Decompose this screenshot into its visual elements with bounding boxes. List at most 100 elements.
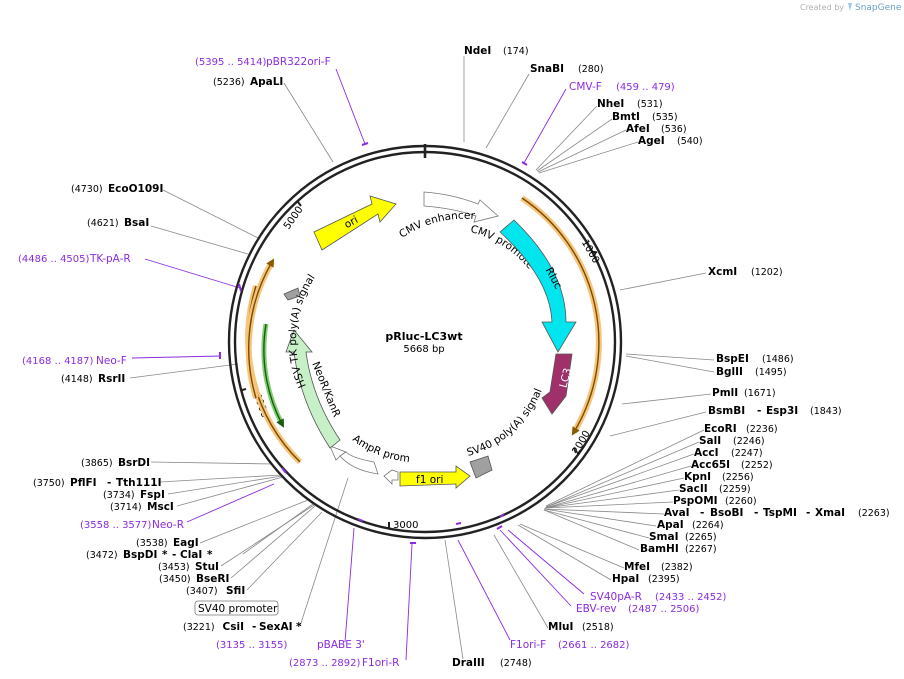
primer-pbabe-range: (3135 .. 3155) xyxy=(216,640,288,651)
enzyme-pmli-pos: (1671) xyxy=(744,388,776,399)
enzyme-avai-name: AvaI xyxy=(664,507,690,519)
enzyme-fspi-pos: (3734) xyxy=(103,490,135,501)
enzyme-nhei-pos: (531) xyxy=(637,99,663,110)
enzyme-bamhi-name: BamHI xyxy=(640,543,679,555)
enzyme-fspi-name: FspI xyxy=(140,489,165,501)
enzyme-agei-name: AgeI xyxy=(638,135,665,147)
watermark-created-by: Created by xyxy=(800,3,844,12)
feature-lc3-label: LC3 xyxy=(557,367,574,389)
enzyme-bmti-name: BmtI xyxy=(612,111,640,123)
snapgene-watermark: Created by SnapGene xyxy=(800,3,902,13)
enzyme-bsai-name: BsaI xyxy=(124,217,149,229)
enzyme-eagi-pos: (3538) xyxy=(136,538,168,549)
enzyme-sexai-star: * xyxy=(296,621,302,633)
enzyme-sacii-pos: (2259) xyxy=(719,484,751,495)
enzyme-sfii-pos: (3407) xyxy=(186,586,218,597)
enzyme-bspei-name: BspEI xyxy=(716,353,749,365)
primer-pbr322-name: pBR322ori-F xyxy=(266,56,331,68)
enzyme-pflfi-sep: - xyxy=(107,477,111,489)
enzyme-hpai-name: HpaI xyxy=(612,573,639,585)
enzyme-csii-sep: - xyxy=(252,621,256,633)
feature-cmv-enhancer[interactable] xyxy=(423,191,499,223)
enzyme-msci-pos: (3714) xyxy=(110,502,142,513)
feature-cmv-enhancer-label: CMV enhancer xyxy=(397,210,476,241)
primer-sv40par-name: SV40pA-R xyxy=(590,591,642,603)
primer-sv40par-range: (2433 .. 2452) xyxy=(655,592,727,603)
plasmid-length: 5668 bp xyxy=(403,344,444,355)
feature-ampr-promoter[interactable] xyxy=(329,445,399,485)
enzyme-smai-name: SmaI xyxy=(649,531,679,543)
enzyme-pspomi-pos: (2260) xyxy=(725,496,757,507)
primer-leader-lines xyxy=(131,68,585,661)
enzyme-rsrii-pos: (4148) xyxy=(61,374,93,385)
enzyme-pflfi-pos: (3750) xyxy=(33,478,65,489)
primer-ebvrev-name: EBV-rev xyxy=(576,603,617,615)
enzyme-eagi-name: EagI xyxy=(173,537,199,549)
enzyme-pflfi-name: PflFI xyxy=(70,477,97,489)
enzyme-bspdi-name: BspDI xyxy=(123,549,157,561)
enzyme-tspmi-sep: - xyxy=(806,507,810,519)
enzyme-msci-name: MscI xyxy=(147,501,174,513)
enzyme-clai-name: ClaI xyxy=(180,549,202,561)
enzyme-snabi-name: SnaBI xyxy=(530,63,564,75)
enzyme-acc65i-pos: (2252) xyxy=(741,460,773,471)
enzyme-smai-pos: (2265) xyxy=(685,532,717,543)
enzyme-stui-name: StuI xyxy=(195,561,219,573)
enzyme-kpni-name: KpnI xyxy=(684,471,711,483)
enzyme-ecoo109i-pos: (4730) xyxy=(71,184,103,195)
primer-f1orir-name: F1ori-R xyxy=(362,657,399,669)
feature-ori-label: ori xyxy=(342,214,360,231)
primer-pbr322-range: (5395 .. 5414) xyxy=(195,57,267,68)
enzyme-draiii-pos: (2748) xyxy=(500,658,532,669)
enzyme-bmti-pos: (535) xyxy=(652,112,678,123)
primer-f1orif-name: F1ori-F xyxy=(510,639,546,651)
primer-f1orir-range: (2873 .. 2892) xyxy=(289,658,361,669)
enzyme-tspmi-name: TspMI xyxy=(763,507,797,519)
primer-neor-name: Neo-R xyxy=(152,519,184,531)
enzyme-acci-name: AccI xyxy=(694,447,718,459)
enzyme-bspdi-pos: (3472) xyxy=(86,550,118,561)
enzyme-apai-pos: (2264) xyxy=(692,520,724,531)
enzyme-bseri-pos: (3450) xyxy=(159,574,191,585)
enzyme-bsrdi-pos: (3865) xyxy=(81,458,113,469)
tick-5000: 5000 xyxy=(282,205,306,232)
enzyme-bspdi-star: * xyxy=(162,549,168,561)
feature-sv40-polya[interactable] xyxy=(469,455,493,479)
enzyme-ndei-pos: (174) xyxy=(503,46,529,57)
feature-f1-ori[interactable]: f1 ori xyxy=(399,465,471,489)
feature-sv40-polya-label: SV40 poly(A) signal xyxy=(465,387,544,459)
primer-f1orif-range: (2661 .. 2682) xyxy=(558,640,630,651)
primer-cmvf-name: CMV-F xyxy=(569,81,602,93)
enzyme-pmli-name: PmlI xyxy=(712,387,738,399)
watermark-brand: SnapGene xyxy=(855,3,902,13)
sv40-promoter-label: SV40 promoter xyxy=(198,603,278,615)
enzyme-draiii-name: DraIII xyxy=(452,657,485,669)
tick-2000: 2000 xyxy=(571,429,593,457)
feature-ori[interactable]: ori xyxy=(313,195,397,251)
enzyme-apali-name: ApaLI xyxy=(250,76,283,88)
plasmid-name: pRluc-LC3wt xyxy=(385,330,462,343)
enzyme-sexai-name: SexAI xyxy=(259,621,293,633)
primer-pbabe-name: pBABE 3' xyxy=(317,639,365,651)
primer-tkpar-range: (4486 .. 4505) xyxy=(18,254,90,265)
enzyme-acc65i-name: Acc65I xyxy=(691,459,730,471)
enzyme-xcmi-pos: (1202) xyxy=(751,267,783,278)
feature-hsv-tk-polya[interactable] xyxy=(283,287,301,301)
enzyme-sali-name: SalI xyxy=(699,435,721,447)
orf-arrows xyxy=(245,195,602,465)
enzyme-afei-name: AfeI xyxy=(626,123,650,135)
leader-lines xyxy=(129,56,715,660)
enzyme-bglii-name: BglII xyxy=(716,366,743,378)
snapgene-logo-icon xyxy=(848,3,852,11)
enzyme-bsrdi-name: BsrDI xyxy=(118,457,150,469)
enzyme-csii-pos: (3221) xyxy=(183,622,215,633)
enzyme-bseri-name: BseRI xyxy=(196,573,229,585)
feature-lc3[interactable]: LC3 xyxy=(541,353,574,415)
enzyme-rsrii-name: RsrII xyxy=(98,373,125,385)
enzyme-ecoo109i-name: EcoO109I xyxy=(108,183,163,195)
primer-ebvrev-range: (2487 .. 2506) xyxy=(628,604,700,615)
enzyme-afei-pos: (536) xyxy=(661,124,687,135)
sv40-promoter-box[interactable]: SV40 promoter xyxy=(194,600,279,616)
enzyme-csii-name: CsiI xyxy=(223,621,244,633)
